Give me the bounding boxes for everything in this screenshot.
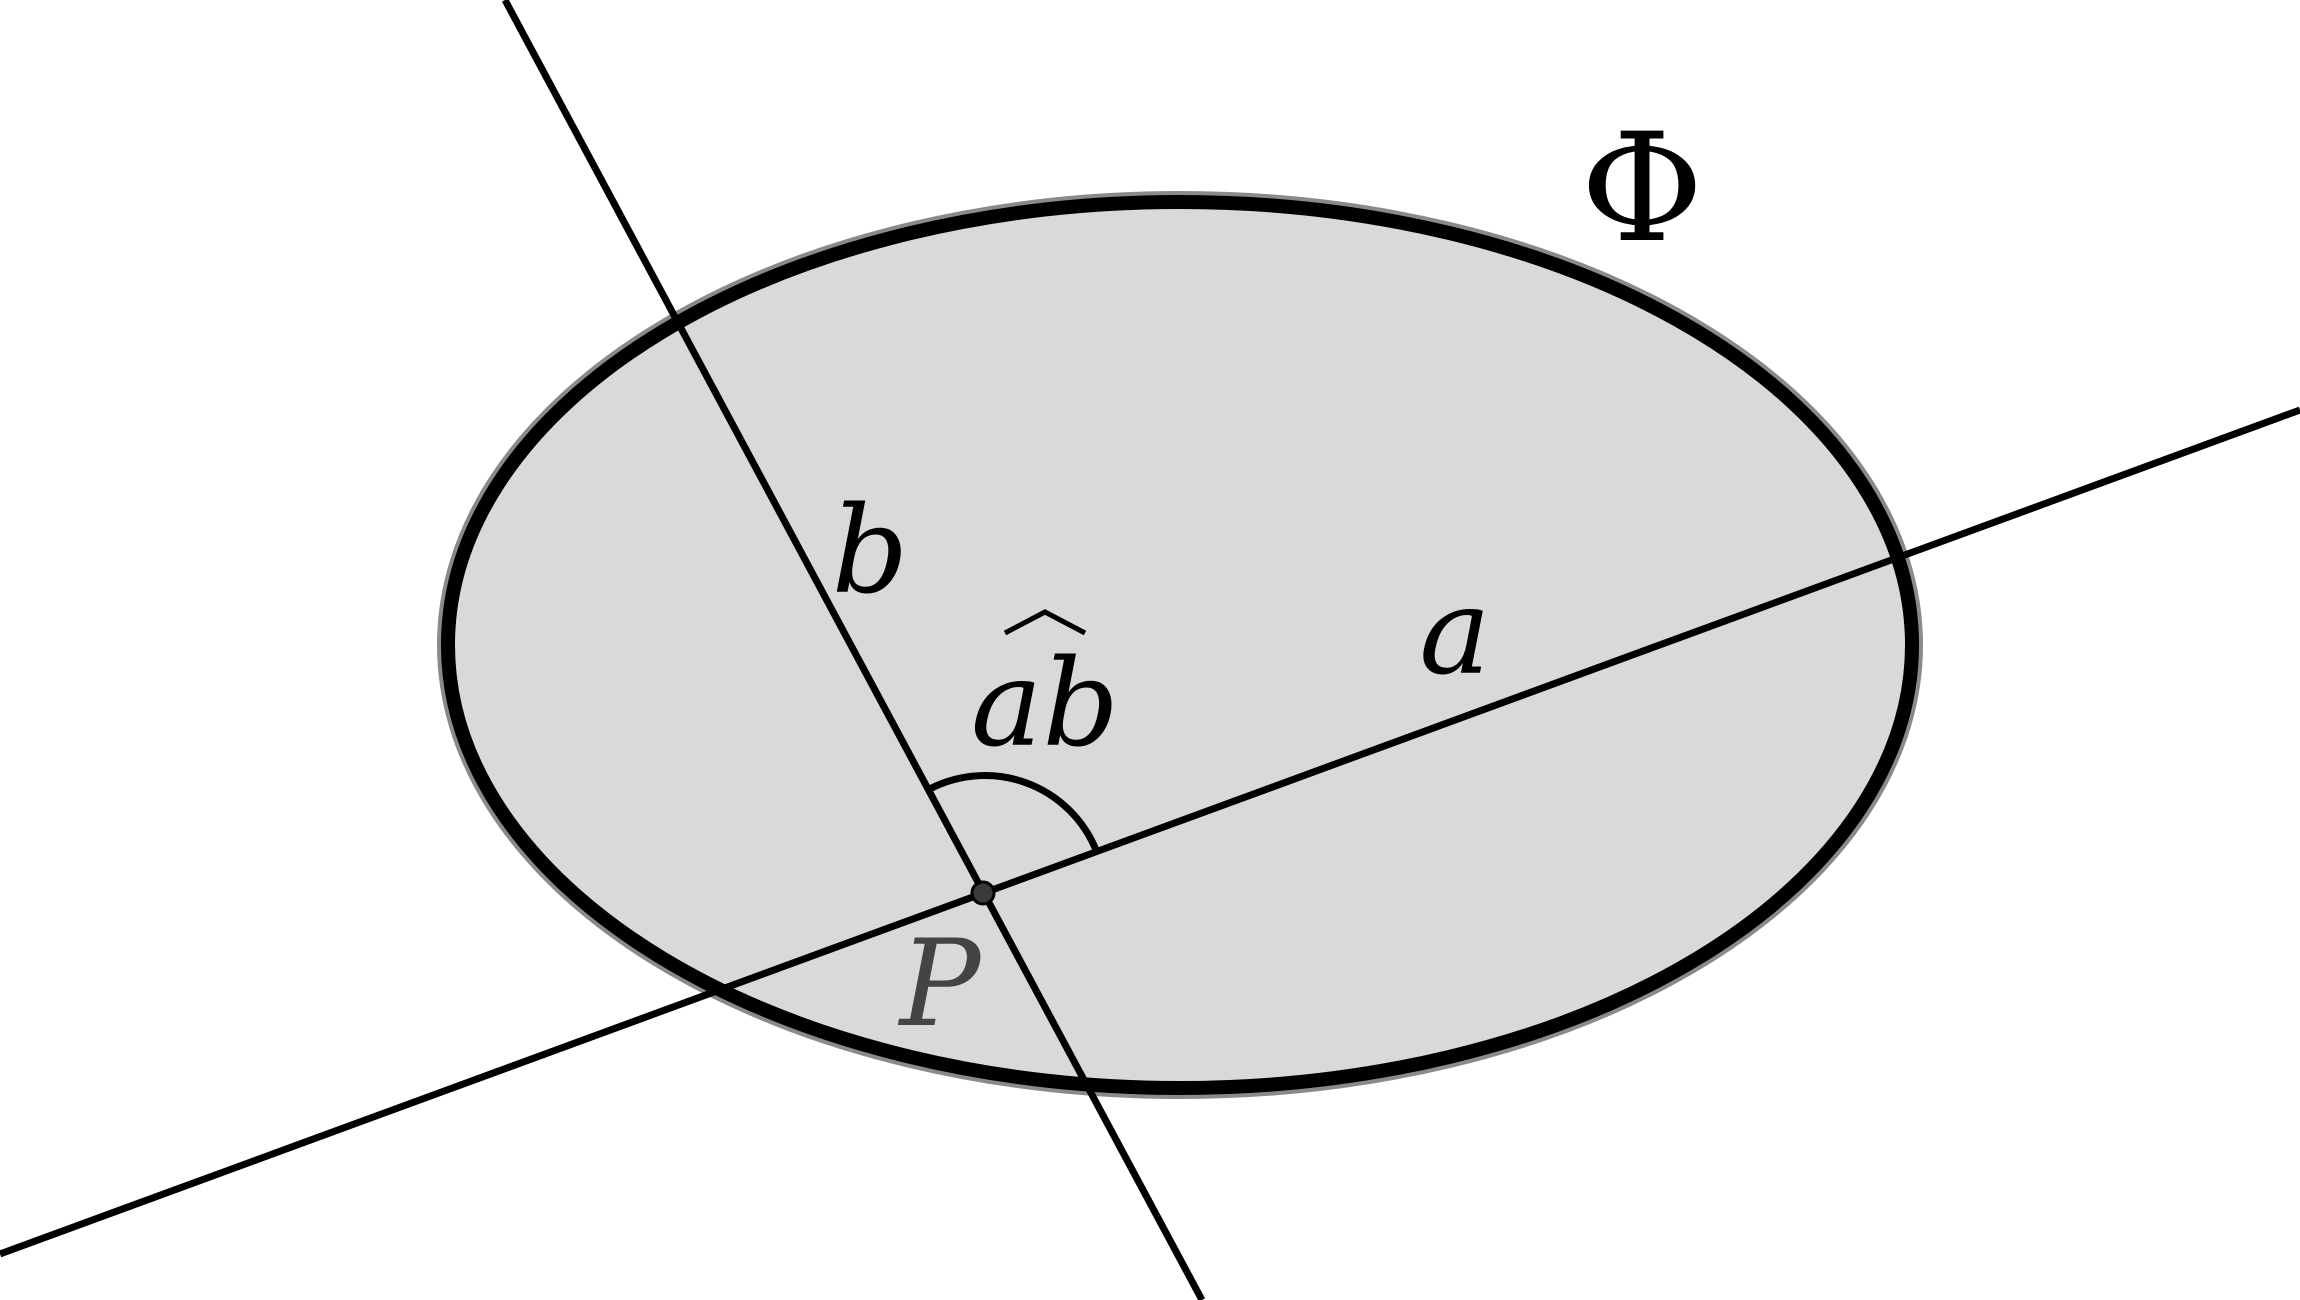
region-phi-label: Φ — [1581, 102, 1704, 276]
angle-hat-mark — [1003, 609, 1087, 636]
line-a-label: a — [1419, 563, 1491, 702]
line-b — [501, 0, 1206, 1300]
angle-label: ab — [971, 635, 1119, 774]
line-b-label: b — [832, 482, 909, 621]
region-phi-fill — [441, 195, 1919, 1095]
point-p-label: P — [898, 915, 983, 1054]
point-p-marker — [970, 880, 996, 906]
line-a — [0, 406, 2300, 1258]
angle-arc — [924, 772, 1100, 852]
